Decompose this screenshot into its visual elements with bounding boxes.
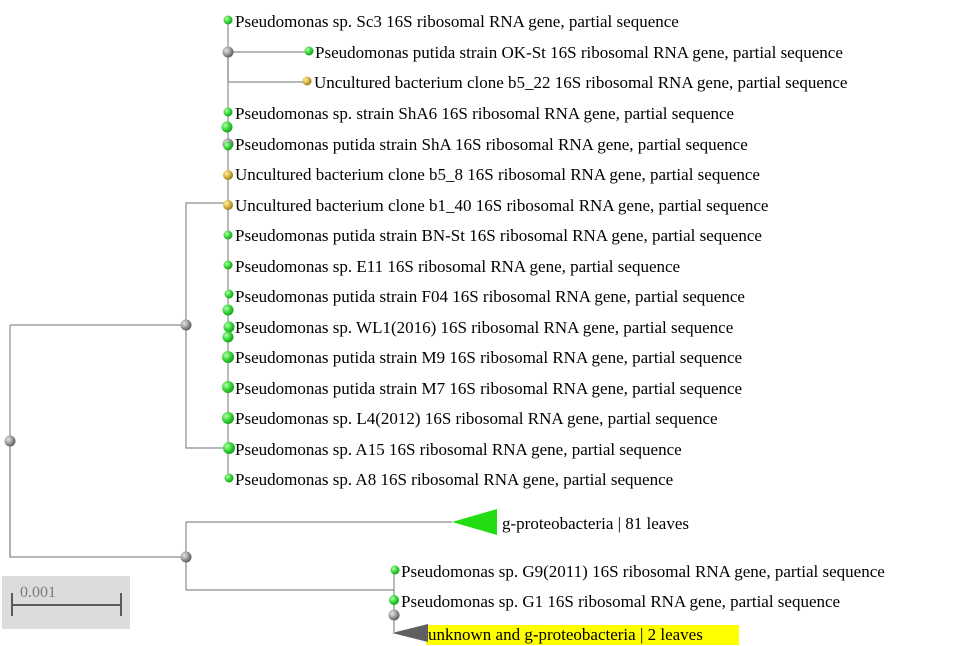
- leaf-label-g9: Pseudomonas sp. G9(2011) 16S ribosomal R…: [401, 562, 885, 581]
- leaf-node-b5-22: [302, 76, 312, 86]
- leaf-node-f04-b: [222, 304, 234, 316]
- leaf-node-l4: [222, 412, 234, 424]
- leaf-node-a8: [224, 473, 234, 483]
- internal-node-root: [4, 435, 16, 447]
- leaf-label-a8: Pseudomonas sp. A8 16S ribosomal RNA gen…: [235, 470, 673, 489]
- leaf-label-sha6: Pseudomonas sp. strain ShA6 16S ribosoma…: [235, 104, 734, 123]
- leaf-markers: [221, 15, 400, 605]
- leaf-node-okst: [304, 46, 314, 56]
- scale-bar-background: [2, 576, 130, 629]
- leaf-label-b1-40: Uncultured bacterium clone b1_40 16S rib…: [235, 196, 768, 215]
- edge-root-to-upper-clade: [10, 202, 226, 326]
- internal-node-g1: [388, 609, 400, 621]
- leaf-node-b5-8: [223, 170, 233, 180]
- edge-upper-clade-to-a15: [185, 325, 228, 449]
- internal-node-sc3: [222, 46, 234, 58]
- edge-lower-clade-to-g1-group: [185, 557, 394, 591]
- leaf-label-m7: Pseudomonas putida strain M7 16S ribosom…: [235, 379, 742, 398]
- leaf-node-sha: [223, 141, 233, 151]
- leaf-node-sha6-b: [221, 121, 233, 133]
- leaf-node-e11: [223, 260, 233, 270]
- scale-bar-label: 0.001: [20, 584, 56, 601]
- clade-highlight-box: [426, 625, 739, 645]
- leaf-label-sc3: Pseudomonas sp. Sc3 16S ribosomal RNA ge…: [235, 12, 679, 31]
- leaf-node-g9: [390, 565, 400, 575]
- leaf-node-g1: [389, 595, 399, 605]
- leaf-node-sc3: [223, 15, 233, 25]
- leaf-label-b5-22: Uncultured bacterium clone b5_22 16S rib…: [314, 73, 847, 92]
- internal-node-upper: [180, 319, 192, 331]
- scale-bar: 0.001: [2, 576, 130, 629]
- leaf-label-m9: Pseudomonas putida strain M9 16S ribosom…: [235, 348, 742, 367]
- clade-label-unknown: unknown and g-proteobacteria | 2 leaves: [428, 625, 703, 644]
- leaf-node-m9: [222, 351, 234, 363]
- collapsed-clade-unknown-triangle[interactable]: [392, 624, 428, 642]
- leaf-label-bnst: Pseudomonas putida strain BN-St 16S ribo…: [235, 226, 762, 245]
- leaf-node-m7: [222, 381, 234, 393]
- leaf-label-f04: Pseudomonas putida strain F04 16S riboso…: [235, 287, 745, 306]
- clade-label-gproteo: g-proteobacteria | 81 leaves: [502, 514, 689, 533]
- leaf-label-a15: Pseudomonas sp. A15 16S ribosomal RNA ge…: [235, 440, 682, 459]
- internal-node-lower: [180, 551, 192, 563]
- edge-lower-clade-to-gproteo: [185, 521, 452, 557]
- leaf-label-g1: Pseudomonas sp. G1 16S ribosomal RNA gen…: [401, 592, 840, 611]
- leaf-node-a15: [223, 442, 235, 454]
- leaf-label-e11: Pseudomonas sp. E11 16S ribosomal RNA ge…: [235, 257, 680, 276]
- leaf-label-l4: Pseudomonas sp. L4(2012) 16S ribosomal R…: [235, 409, 718, 428]
- leaf-label-b5-8: Uncultured bacterium clone b5_8 16S ribo…: [235, 165, 760, 184]
- leaf-node-wl1: [223, 321, 235, 333]
- scale-bar-line: [11, 593, 122, 616]
- leaf-node-f04: [224, 289, 234, 299]
- leaf-label-sha: Pseudomonas putida strain ShA 16S riboso…: [235, 135, 748, 154]
- collapsed-clade-gproteo-triangle[interactable]: [452, 509, 497, 535]
- leaf-label-wl1: Pseudomonas sp. WL1(2016) 16S ribosomal …: [235, 318, 733, 337]
- leaf-node-wl1-b: [222, 331, 234, 343]
- leaf-node-bnst: [223, 230, 233, 240]
- leaf-label-okst: Pseudomonas putida strain OK-St 16S ribo…: [315, 43, 843, 62]
- tree-edges: [9, 20, 452, 632]
- leaf-node-sha6: [223, 107, 233, 117]
- internal-nodes: [4, 46, 400, 621]
- edge-root-to-lower-clade: [9, 441, 186, 558]
- leaf-labels: Pseudomonas sp. Sc3 16S ribosomal RNA ge…: [235, 12, 885, 611]
- leaf-node-b1-40: [223, 200, 233, 210]
